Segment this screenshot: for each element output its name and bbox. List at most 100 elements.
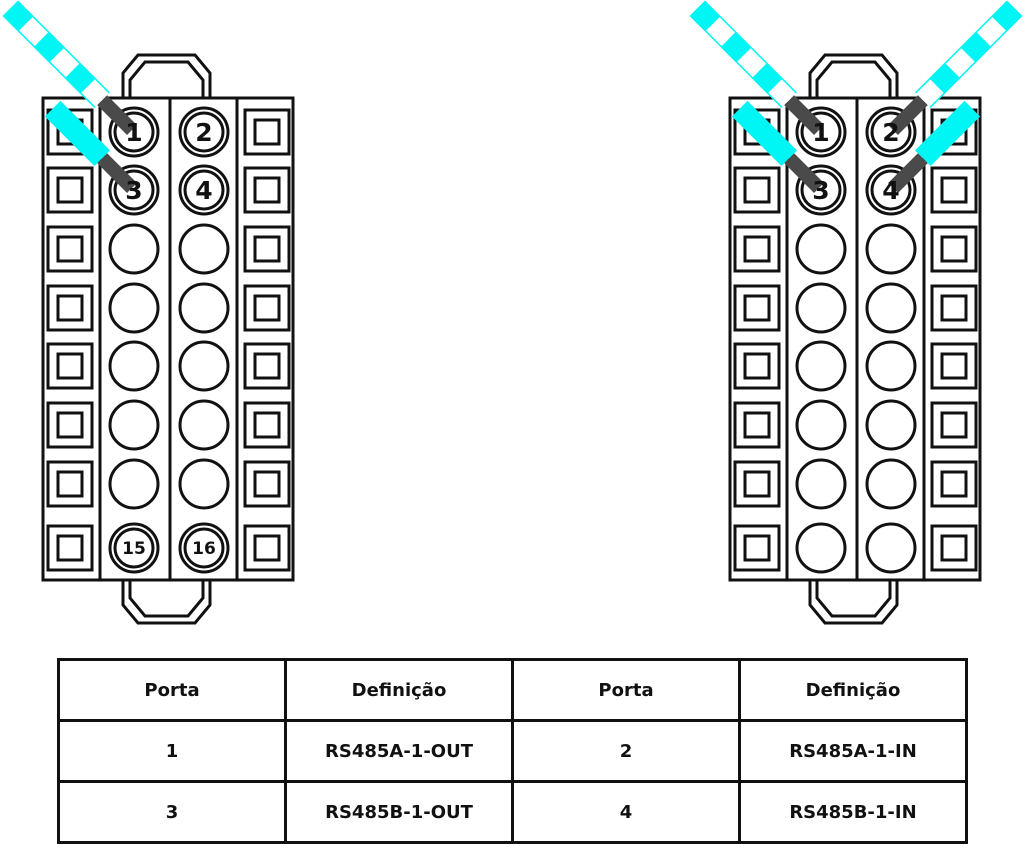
latch-square-outer — [733, 166, 781, 214]
latch-square-outer — [930, 108, 978, 156]
pin-13-outer-ring — [108, 458, 160, 510]
handle-outline — [121, 53, 212, 98]
latch-square-outer — [243, 342, 291, 390]
header-definition: Definição — [738, 658, 968, 722]
latch-square-outer — [930, 460, 978, 508]
pin-13-outer-ring — [795, 458, 847, 510]
latch-square-inner — [253, 534, 281, 562]
latch-square-outer — [733, 108, 781, 156]
solid-wire — [915, 100, 981, 166]
latch-square-inner — [743, 470, 771, 498]
pin-16-outer-ring — [178, 522, 230, 574]
latch-square-inner — [940, 176, 968, 204]
cell-definition: RS485B-1-IN — [738, 780, 968, 844]
header-port: Porta — [511, 658, 741, 722]
header-definition: Definição — [284, 658, 514, 722]
pin-4-inner-ring — [183, 169, 225, 211]
latch-square-outer — [243, 225, 291, 273]
latch-square-outer — [930, 225, 978, 273]
handle-outline — [808, 53, 899, 98]
pin-15-inner-ring — [113, 527, 155, 569]
pin-2-inner-ring — [183, 111, 225, 153]
latch-square-inner — [253, 176, 281, 204]
pin-3-inner-ring — [800, 169, 842, 211]
pin-10-outer-ring — [865, 340, 917, 392]
solid-wire — [44, 100, 110, 166]
latch-square-outer — [733, 225, 781, 273]
pin-5-outer-ring — [108, 223, 160, 275]
pin-12-outer-ring — [178, 399, 230, 451]
latch-square-outer — [733, 342, 781, 390]
latch-square-inner — [940, 294, 968, 322]
solid-wire — [731, 100, 797, 166]
pin-14-outer-ring — [178, 458, 230, 510]
pin-9-outer-ring — [795, 340, 847, 392]
latch-square-inner — [743, 294, 771, 322]
pin-label: 1 — [125, 118, 142, 147]
wire-tip — [97, 95, 137, 135]
latch-square-inner — [743, 235, 771, 263]
handle-outline — [815, 580, 892, 618]
wire-tip — [888, 153, 928, 193]
latch-square-outer — [243, 460, 291, 508]
latch-square-inner — [56, 411, 84, 439]
latch-square-inner — [56, 534, 84, 562]
striped-wire — [2, 0, 110, 108]
handle-outline — [121, 580, 212, 625]
pin-14-outer-ring — [865, 458, 917, 510]
pin-16-outer-ring — [865, 522, 917, 574]
connector-body — [41, 96, 295, 582]
pin-15-outer-ring — [108, 522, 160, 574]
pin-2-inner-ring — [870, 111, 912, 153]
latch-square-outer — [930, 524, 978, 572]
cell-port: 3 — [57, 780, 287, 844]
latch-square-inner — [743, 411, 771, 439]
latch-square-inner — [940, 235, 968, 263]
latch-square-outer — [733, 524, 781, 572]
latch-square-outer — [46, 166, 94, 214]
pin-3-inner-ring — [113, 169, 155, 211]
latch-square-inner — [940, 352, 968, 380]
pin-11-outer-ring — [795, 399, 847, 451]
pin-12-outer-ring — [865, 399, 917, 451]
handle-outline — [128, 60, 205, 98]
handle-outline — [128, 580, 205, 618]
table-header-row: Porta Definição Porta Definição — [57, 658, 968, 722]
pin-1-inner-ring — [800, 111, 842, 153]
wire-tip — [784, 153, 824, 193]
latch-square-outer — [46, 342, 94, 390]
cell-port: 1 — [57, 719, 287, 783]
pin-4-outer-ring — [178, 164, 230, 216]
latch-square-outer — [733, 460, 781, 508]
cell-port: 2 — [511, 719, 741, 783]
latch-square-inner — [940, 411, 968, 439]
latch-square-inner — [56, 352, 84, 380]
latch-square-outer — [243, 284, 291, 332]
cell-definition: RS485A-1-IN — [738, 719, 968, 783]
pin-10-outer-ring — [178, 340, 230, 392]
wire-tip — [888, 95, 928, 135]
latch-square-inner — [743, 176, 771, 204]
pin-label: 1 — [812, 118, 829, 147]
latch-square-inner — [56, 470, 84, 498]
striped-wire — [915, 0, 1023, 108]
pin-5-outer-ring — [795, 223, 847, 275]
latch-square-inner — [940, 470, 968, 498]
pin-16-inner-ring — [183, 527, 225, 569]
pin-label: 2 — [195, 118, 212, 147]
latch-square-outer — [46, 225, 94, 273]
latch-square-inner — [56, 176, 84, 204]
handle-outline — [815, 60, 892, 98]
pin-label: 4 — [195, 176, 212, 205]
latch-square-inner — [743, 534, 771, 562]
latch-square-outer — [243, 166, 291, 214]
pin-11-outer-ring — [108, 399, 160, 451]
cell-definition: RS485B-1-OUT — [284, 780, 514, 844]
pin-6-outer-ring — [865, 223, 917, 275]
pin-8-outer-ring — [178, 282, 230, 334]
latch-square-inner — [743, 352, 771, 380]
latch-square-outer — [930, 166, 978, 214]
